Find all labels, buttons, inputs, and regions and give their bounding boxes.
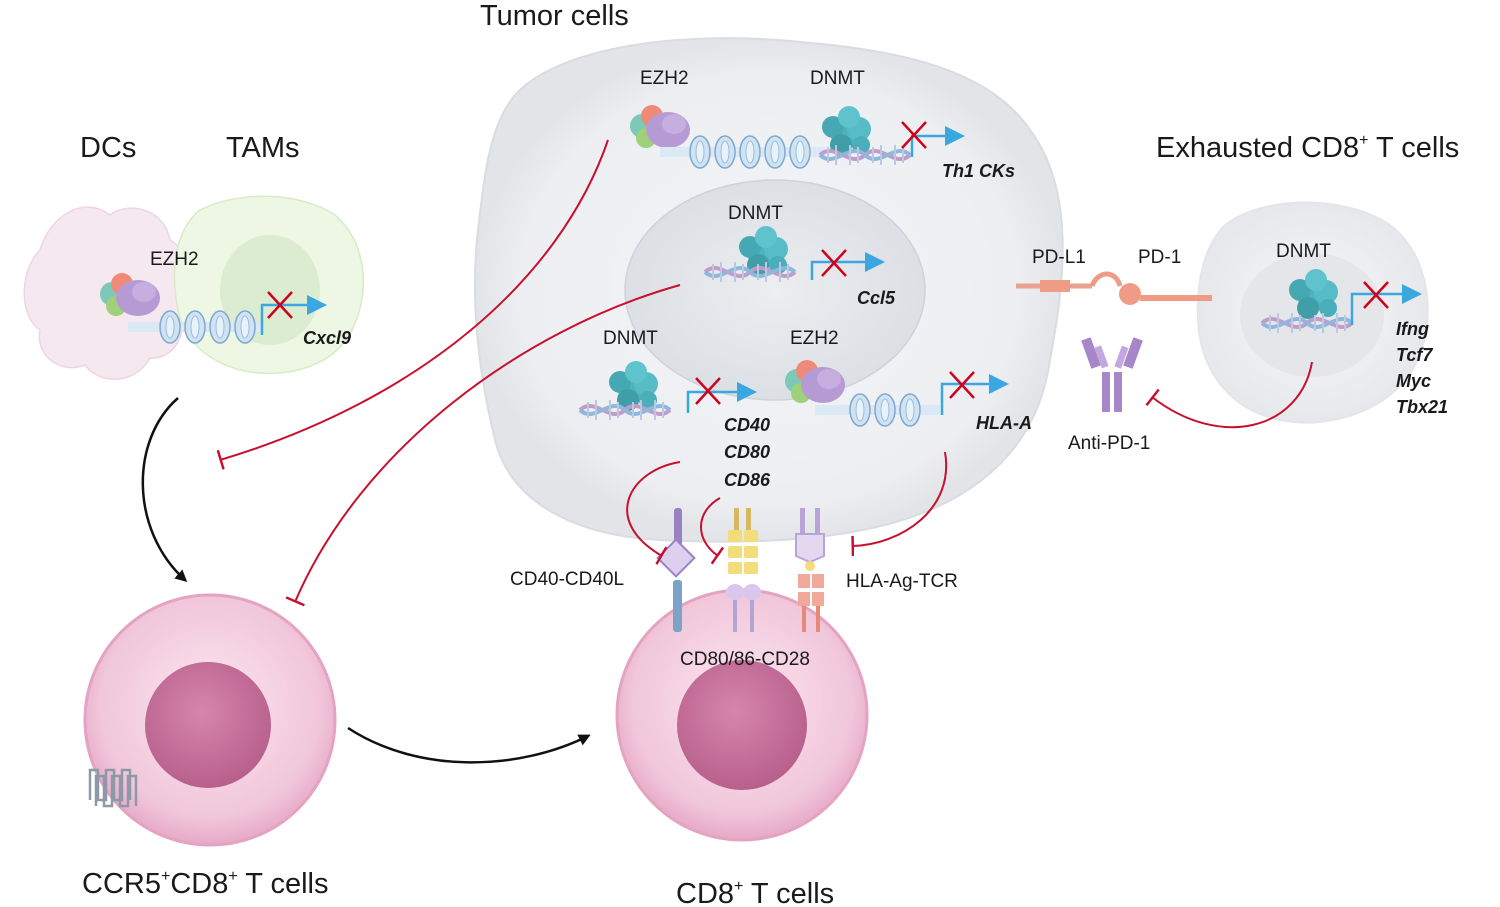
dnmt-label-tumor-top: DNMT	[810, 68, 865, 89]
ccr5-receptor-icon	[88, 768, 138, 808]
ezh2-label-tumor-top: EZH2	[640, 68, 689, 89]
costim-inhibits-cd40	[626, 461, 681, 565]
ccr5-cd8-label: CCR5+CD8+ T cells	[82, 868, 328, 900]
gene-cd40: CD40	[724, 415, 770, 435]
cd80-86-cd28-label: CD80/86-CD28	[680, 649, 810, 670]
gene-ccl5: Ccl5	[857, 288, 896, 308]
hla-inhibits-tcr	[851, 451, 948, 557]
cd80-cd28-pair-icon	[726, 508, 761, 632]
anti-pd1-antibody-icon	[1081, 337, 1143, 412]
gene-hla-a: HLA-A	[976, 413, 1032, 433]
pd1-label: PD-1	[1138, 247, 1181, 268]
cd40-cd40l-label: CD40-CD40L	[510, 569, 624, 590]
repression-x-marks	[267, 121, 1389, 405]
dc-ezh2-chromatin	[100, 273, 263, 344]
gene-cd80: CD80	[724, 442, 770, 462]
ezh2-label-tumor-lower: EZH2	[790, 328, 839, 349]
costim-inhibits-cd80	[700, 497, 725, 565]
exhausted-dnmt-inhibits-anti-pd1	[1145, 361, 1313, 429]
dnmt-label-exhausted: DNMT	[1276, 241, 1331, 262]
cd8-tcell-nucleus	[677, 660, 807, 790]
dnmt-label-tumor-nucleus: DNMT	[728, 203, 783, 224]
hla-tcr-pair-icon	[795, 508, 825, 632]
anti-pd1-label: Anti-PD-1	[1068, 433, 1150, 454]
tumor-ezh2-hla-chromatin	[785, 360, 940, 427]
ezh2-label-dc: EZH2	[150, 249, 199, 270]
gene-cd86: CD86	[724, 470, 771, 490]
gene-tbx21: Tbx21	[1396, 397, 1448, 417]
gene-th1-cks: Th1 CKs	[942, 161, 1015, 181]
dc-to-ccr5-activation-arrow	[141, 397, 188, 583]
cd40-cd40l-pair-icon	[656, 508, 696, 632]
tumor-ezh2-chromatin	[630, 105, 912, 169]
hla-ag-tcr-label: HLA-Ag-TCR	[846, 571, 958, 592]
tumor-cells-label: Tumor cells	[480, 0, 629, 32]
gene-cxcl9: Cxcl9	[303, 328, 351, 348]
promoter-arrowheads	[307, 126, 1422, 402]
ccr5-tcell-nucleus	[145, 662, 271, 788]
gene-ifng: Ifng	[1396, 319, 1429, 339]
tumor-cell-nucleus	[624, 179, 926, 401]
tams-label: TAMs	[226, 132, 300, 164]
dcs-label: DCs	[80, 132, 136, 164]
ezh2-inhibits-tcell-recruitment	[216, 139, 609, 470]
gene-myc: Myc	[1396, 371, 1431, 391]
pdl1-pd1-pair-icon	[1016, 271, 1212, 305]
gene-tcf7: Tcf7	[1396, 345, 1433, 365]
dnmt-label-tumor-lower: DNMT	[603, 328, 658, 349]
ccr5-to-cd8-activation-arrow	[347, 726, 591, 764]
cd8-tcells-label: CD8+ T cells	[676, 878, 834, 907]
ccl5-inhibits-ccr5-tcell	[285, 284, 681, 607]
pdl1-label: PD-L1	[1032, 247, 1086, 268]
exhausted-cd8-label: Exhausted CD8+ T cells	[1156, 132, 1459, 164]
